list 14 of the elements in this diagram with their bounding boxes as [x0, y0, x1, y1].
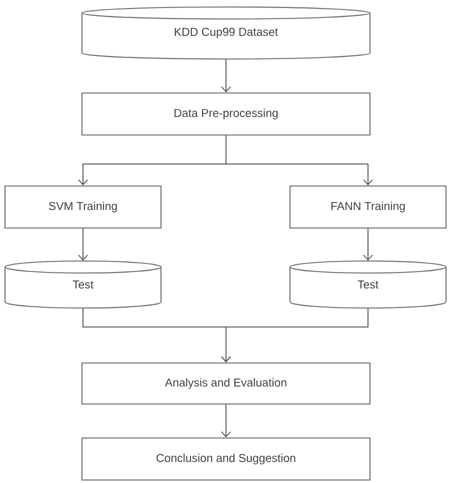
database-cylinder: KDD Cup99 Dataset	[81, 6, 371, 60]
database-cylinder: Test	[4, 260, 162, 309]
arrow	[221, 58, 231, 92]
process-box: Conclusion and Suggestion	[81, 437, 371, 481]
process-box: Analysis and Evaluation	[81, 362, 371, 405]
database-cylinder: Test	[289, 260, 447, 309]
arrow	[226, 135, 373, 186]
arrow	[78, 228, 88, 261]
arrow	[221, 308, 368, 362]
process-box: SVM Training	[4, 185, 162, 229]
process-box: FANN Training	[289, 185, 447, 229]
process-box: Data Pre-processing	[81, 92, 371, 136]
arrow	[221, 404, 231, 438]
arrow	[363, 228, 373, 261]
